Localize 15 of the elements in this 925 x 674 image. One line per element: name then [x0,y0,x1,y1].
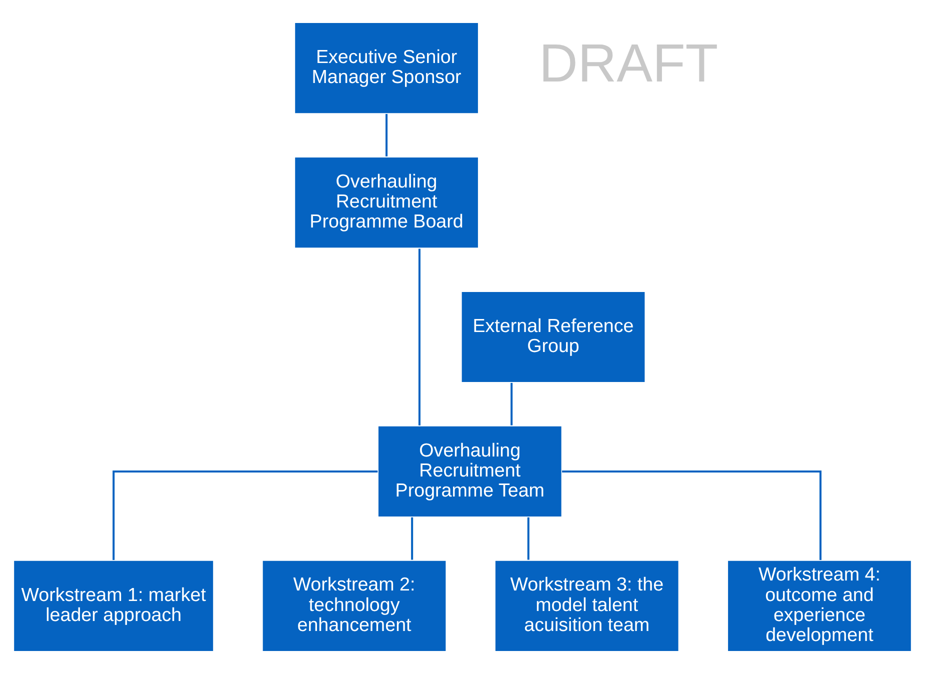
node-box: Workstream 2: technology enhancement [262,560,448,652]
connector [411,517,414,560]
node-box: Workstream 1: market leader approach [12,560,214,652]
connector [527,517,530,560]
connector [562,470,822,560]
node-box: Overhauling Recruitment Programme Board [294,156,480,249]
connector [386,114,388,156]
node-box: Overhauling Recruitment Programme Team [377,425,563,518]
connector [510,382,513,426]
node-box: Workstream 3: the model talent acuisition team [494,560,680,652]
connector [418,248,420,426]
node-box: Executive Senior Manager Sponsor [294,22,480,114]
node-box: Workstream 4: outcome and experience development [726,560,912,652]
node-box: External Reference Group [460,290,646,384]
connector [112,470,378,560]
